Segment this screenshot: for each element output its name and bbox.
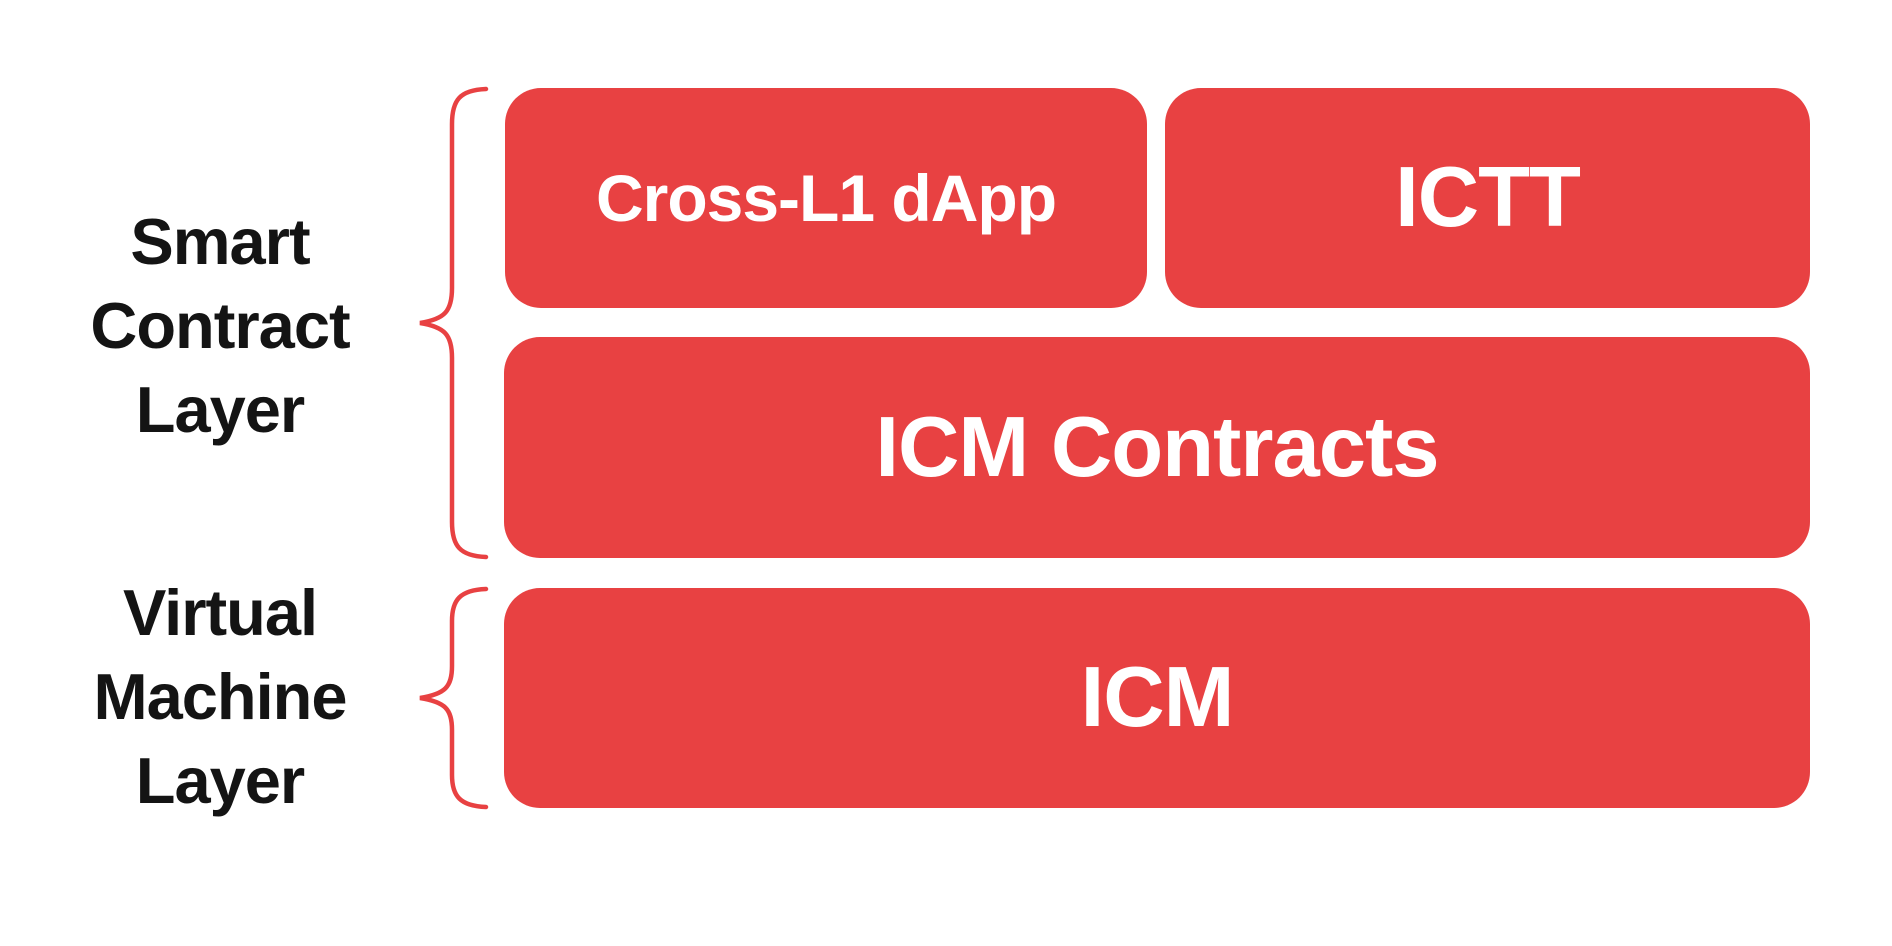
box-cross-l1-dapp: Cross-L1 dApp (505, 88, 1147, 308)
layer-label-smart-contract: Smart Contract Layer (0, 200, 440, 452)
box-label: ICM (1080, 650, 1235, 745)
layer-label-line: Layer (135, 373, 305, 446)
box-icm: ICM (504, 588, 1810, 808)
box-label: ICTT (1395, 150, 1581, 245)
layer-label-virtual-machine: Virtual Machine Layer (0, 571, 440, 823)
box-label: Cross-L1 dApp (595, 161, 1057, 235)
box-icm-contracts: ICM Contracts (504, 337, 1810, 558)
box-ictt: ICTT (1165, 88, 1810, 308)
layer-label-line: Contract (90, 289, 350, 362)
layer-label-line: Layer (135, 744, 305, 817)
layer-label-line: Machine (93, 660, 347, 733)
layer-label-line: Smart (130, 205, 310, 278)
box-label: ICM Contracts (875, 399, 1439, 495)
layer-label-line: Virtual (122, 576, 318, 649)
